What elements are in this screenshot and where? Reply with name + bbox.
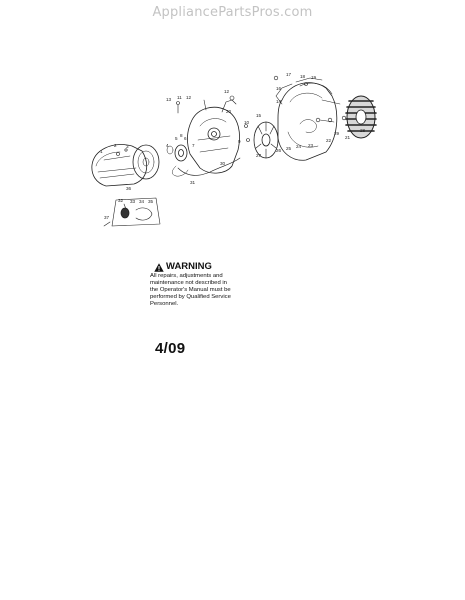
callout-label: 4 (166, 143, 169, 148)
callout-label: 22 (326, 138, 332, 143)
callout-label: 15 (256, 113, 262, 118)
callout-label: 26 (276, 148, 282, 153)
callout-label: 23 (308, 143, 314, 148)
fasteners-part (103, 75, 347, 227)
warning-title: WARNING (166, 261, 212, 272)
starter-housing-part (132, 144, 160, 180)
outer-housing-part (295, 77, 341, 123)
callout-label: 2 (114, 143, 117, 148)
callout-label: 37 (104, 215, 110, 220)
callout-label: 17 (286, 72, 292, 77)
callout-label: 34 (139, 199, 145, 204)
callout-label: 5 (175, 136, 178, 141)
callout-label: 18 (300, 74, 306, 79)
callout-label: 1 (100, 149, 103, 154)
callout-label: 7 (192, 143, 195, 148)
callout-label: 30 (220, 161, 226, 166)
callout-labels: 17 18 19 16 14 13 11 12 12 10 15 4 5 6 7… (100, 72, 366, 220)
callout-label: 28 (360, 128, 366, 133)
callout-label: 10 (244, 120, 250, 125)
callout-label: 14 (276, 99, 282, 104)
pulley-part (166, 144, 188, 162)
callout-label: 12 (186, 95, 192, 100)
callout-label: 24 (296, 144, 302, 149)
callout-label: 27 (256, 153, 262, 158)
throttle-cable-part (172, 157, 241, 177)
callout-label: 35 (148, 199, 154, 204)
engine-body-part (187, 99, 240, 174)
callout-label: 8 (180, 133, 183, 138)
warning-notice: WARNING All repairs, adjustments and mai… (150, 262, 270, 308)
site-watermark: AppliancePartsPros.com (152, 5, 313, 20)
callout-label: 12 (224, 89, 230, 94)
callout-label: 32 (118, 198, 124, 203)
callout-label: 25 (286, 146, 292, 151)
callout-label: 13 (166, 97, 172, 102)
callout-label: 20 (226, 109, 232, 114)
callout-label: 9 (238, 139, 241, 144)
warning-body: All repairs, adjustments and maintenance… (150, 273, 231, 308)
callout-label: 31 (190, 180, 196, 185)
callout-label: 29 (334, 131, 340, 136)
warning-heading: WARNING (154, 262, 270, 272)
revision-date: 4/09 (155, 340, 186, 357)
engine-cover-part (91, 144, 148, 187)
warning-triangle-icon (154, 262, 164, 272)
callout-label: 11 (177, 95, 182, 100)
callout-label: 21 (345, 135, 351, 140)
callout-label: 6 (184, 136, 187, 141)
impeller-part (253, 121, 279, 159)
callout-label: 16 (276, 86, 282, 91)
callout-label: 33 (130, 199, 136, 204)
callout-label: 19 (311, 75, 317, 80)
intake-grille-part (345, 95, 377, 139)
callout-label: 36 (126, 186, 132, 191)
carburetor-detail-part (111, 197, 161, 227)
callout-label: 3 (126, 144, 129, 149)
